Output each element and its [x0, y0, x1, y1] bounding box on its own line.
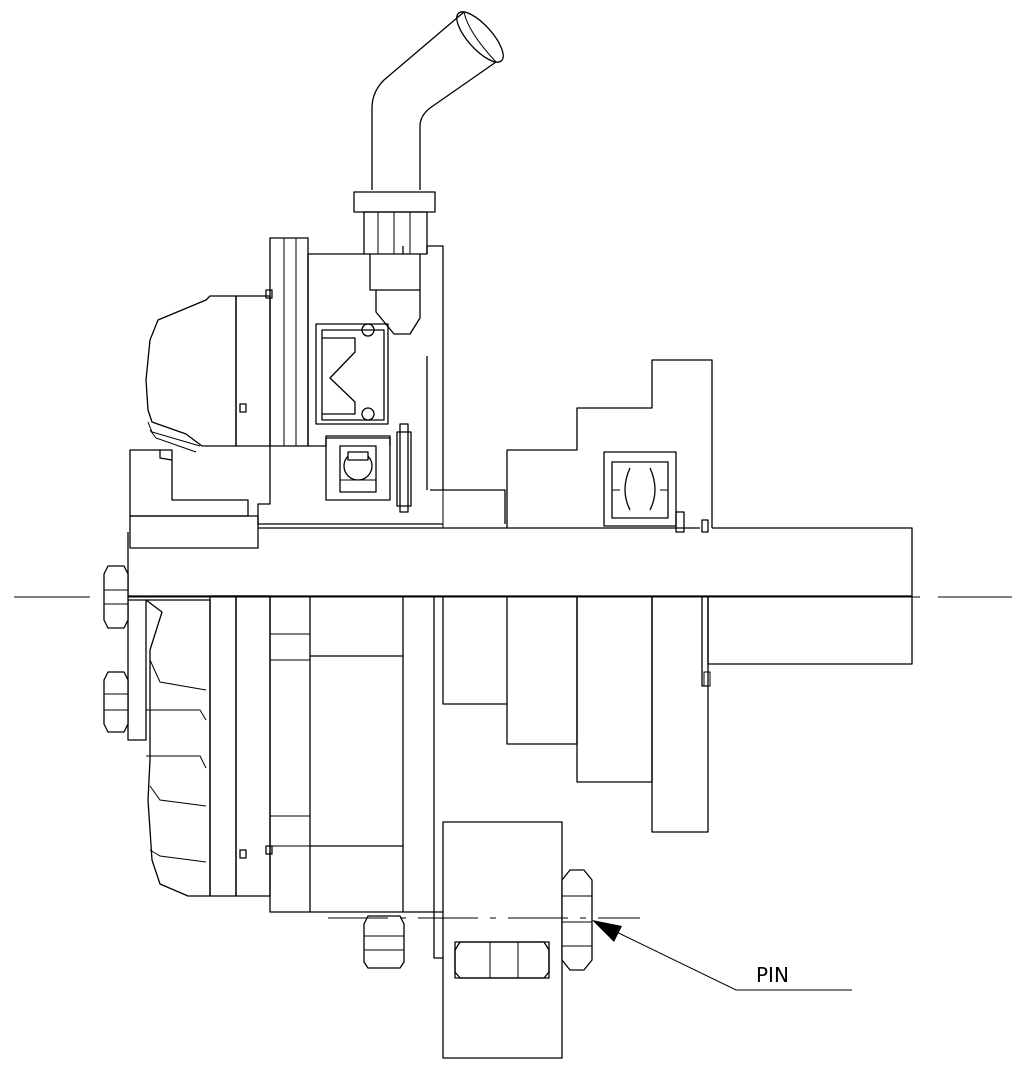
lower-left-nut	[363, 915, 405, 969]
lower-hex-bolt	[103, 671, 129, 733]
upper-cover-shell	[129, 295, 259, 549]
upper-hex-bolt	[103, 565, 129, 629]
lower-cover-shell	[127, 595, 273, 897]
leader-arrow-icon	[592, 920, 622, 942]
stepped-hub	[442, 359, 713, 833]
small-bearing	[325, 423, 412, 513]
inlet-pipe	[371, 11, 504, 190]
large-bearing	[603, 451, 709, 533]
shaft-end-collar	[701, 596, 711, 687]
pin-callout: PIN	[592, 920, 852, 991]
upper-housing	[307, 245, 444, 490]
pin-hex-nut	[561, 869, 593, 971]
pipe-fitting	[353, 191, 436, 335]
left-flange-plates	[235, 237, 506, 525]
clamp-block	[442, 821, 563, 1059]
pin-label: PIN	[756, 963, 789, 987]
lower-housing	[269, 596, 507, 959]
